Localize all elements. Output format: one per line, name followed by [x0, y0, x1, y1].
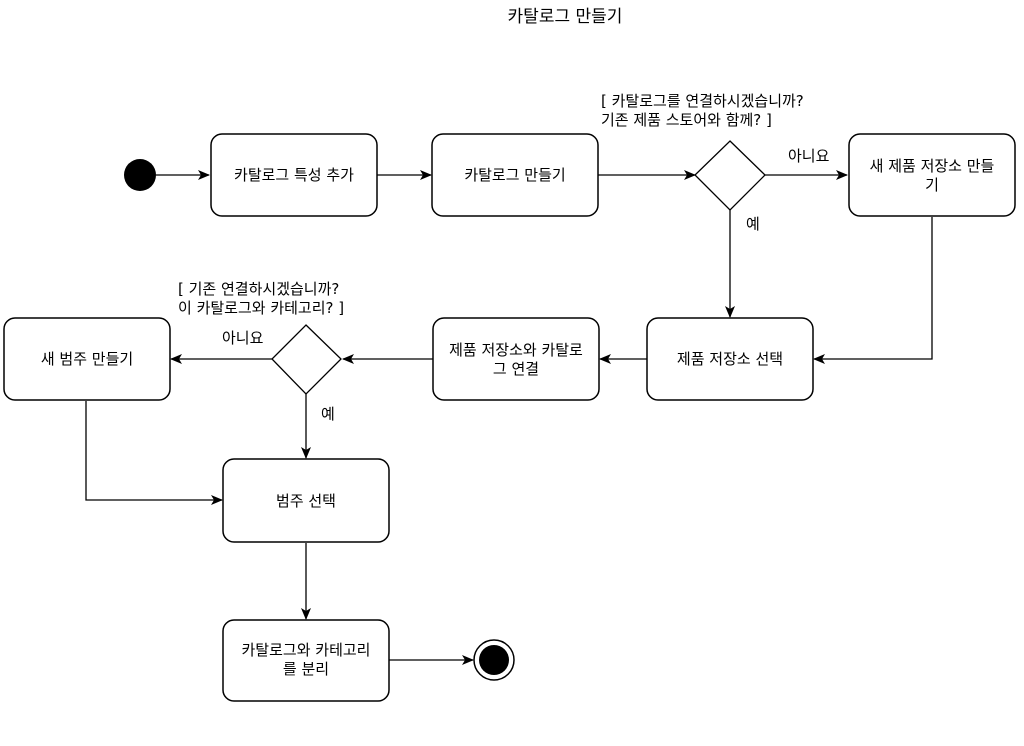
action-label: 범주 선택: [276, 492, 336, 510]
edge-label-yes: 예: [321, 405, 335, 423]
action-add-catalog-traits: 카탈로그 특성 추가: [210, 133, 378, 217]
action-select-product-store: 제품 저장소 선택: [646, 317, 814, 401]
action-label-line-2: 를 분리: [283, 660, 329, 678]
action-label: 제품 저장소 선택: [677, 350, 783, 368]
action-label: 카탈로그 특성 추가: [234, 166, 354, 184]
action-label-line-2: 기: [925, 176, 939, 194]
action-label-line-2: 그 연결: [493, 360, 539, 378]
action-select-category: 범주 선택: [222, 458, 390, 543]
edge-new-category-to-select-category: [85, 401, 223, 505]
action-label-line-1: 새 제품 저장소 만들: [870, 157, 995, 175]
end-node: [473, 639, 515, 681]
decision-connect-existing-category: [271, 324, 342, 395]
decision-question-line-2: 기존 제품 스토어와 함께? ]: [601, 111, 772, 129]
diagram-title: 카탈로그 만들기: [508, 7, 623, 27]
action-label: 카탈로그 만들기: [464, 166, 565, 184]
action-create-new-product-store: 새 제품 저장소 만들 기: [848, 133, 1016, 217]
decision-question-line-1: [ 카탈로그를 연결하시겠습니까?: [601, 92, 804, 110]
edges: [85, 170, 933, 665]
action-label-line-1: 카탈로그와 카테고리: [242, 641, 371, 659]
action-connect-store-and-catalog: 제품 저장소와 카탈로 그 연결: [432, 317, 600, 401]
decision-question-line-1: [ 기존 연결하시겠습니까?: [178, 280, 339, 298]
action-label-line-1: 제품 저장소와 카탈로: [449, 341, 583, 359]
action-separate-catalog-and-category: 카탈로그와 카테고리 를 분리: [222, 619, 390, 702]
edge-label-no: 아니요: [788, 147, 830, 165]
action-create-new-category: 새 범주 만들기: [3, 317, 171, 401]
action-create-catalog: 카탈로그 만들기: [431, 133, 599, 217]
edge-new-store-to-select-store: [813, 217, 933, 364]
edge-label-no: 아니요: [222, 329, 264, 347]
decision-question-line-2: 이 카탈로그와 카테고리? ]: [178, 299, 344, 317]
decision-connect-existing-store: [694, 140, 766, 211]
start-node: [124, 159, 156, 191]
edge-label-yes: 예: [746, 215, 760, 233]
action-label: 새 범주 만들기: [41, 350, 133, 368]
